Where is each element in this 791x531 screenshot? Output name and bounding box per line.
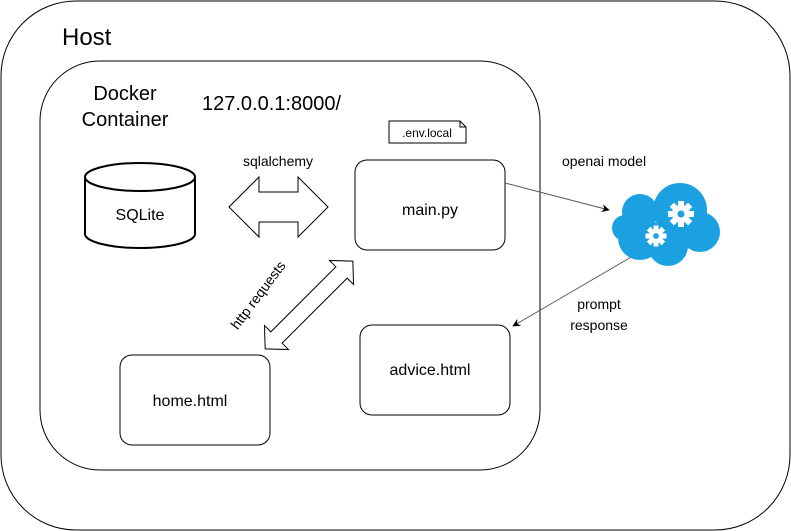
host-label: Host xyxy=(62,24,112,51)
home-html-box xyxy=(119,354,271,446)
advice-html-label: advice.html xyxy=(390,362,471,379)
prompt-label-line1: prompt xyxy=(577,296,621,312)
prompt-response-arrow xyxy=(512,255,634,327)
env-file-label: .env.local xyxy=(402,126,452,140)
env-file-note: .env.local xyxy=(388,120,467,144)
sqlite-database: SQLite xyxy=(84,162,196,249)
advice-html-box xyxy=(359,324,511,416)
sqlalchemy-label: sqlalchemy xyxy=(243,153,313,169)
address-label: 127.0.0.1:8000/ xyxy=(202,93,341,115)
home-html-label: home.html xyxy=(153,393,228,410)
container-label-line2: Container xyxy=(82,109,169,131)
openai-request-arrow xyxy=(504,182,610,213)
main-py-label: main.py xyxy=(402,202,458,219)
container-label-line1: Docker xyxy=(93,83,157,105)
database-label: SQLite xyxy=(116,207,165,224)
cloud-gears-icon xyxy=(612,183,720,266)
prompt-label-line2: response xyxy=(570,317,628,333)
main-py-box xyxy=(354,159,506,251)
openai-label: openai model xyxy=(562,153,646,169)
http-double-arrow xyxy=(263,259,355,351)
sqlalchemy-double-arrow xyxy=(228,175,329,239)
